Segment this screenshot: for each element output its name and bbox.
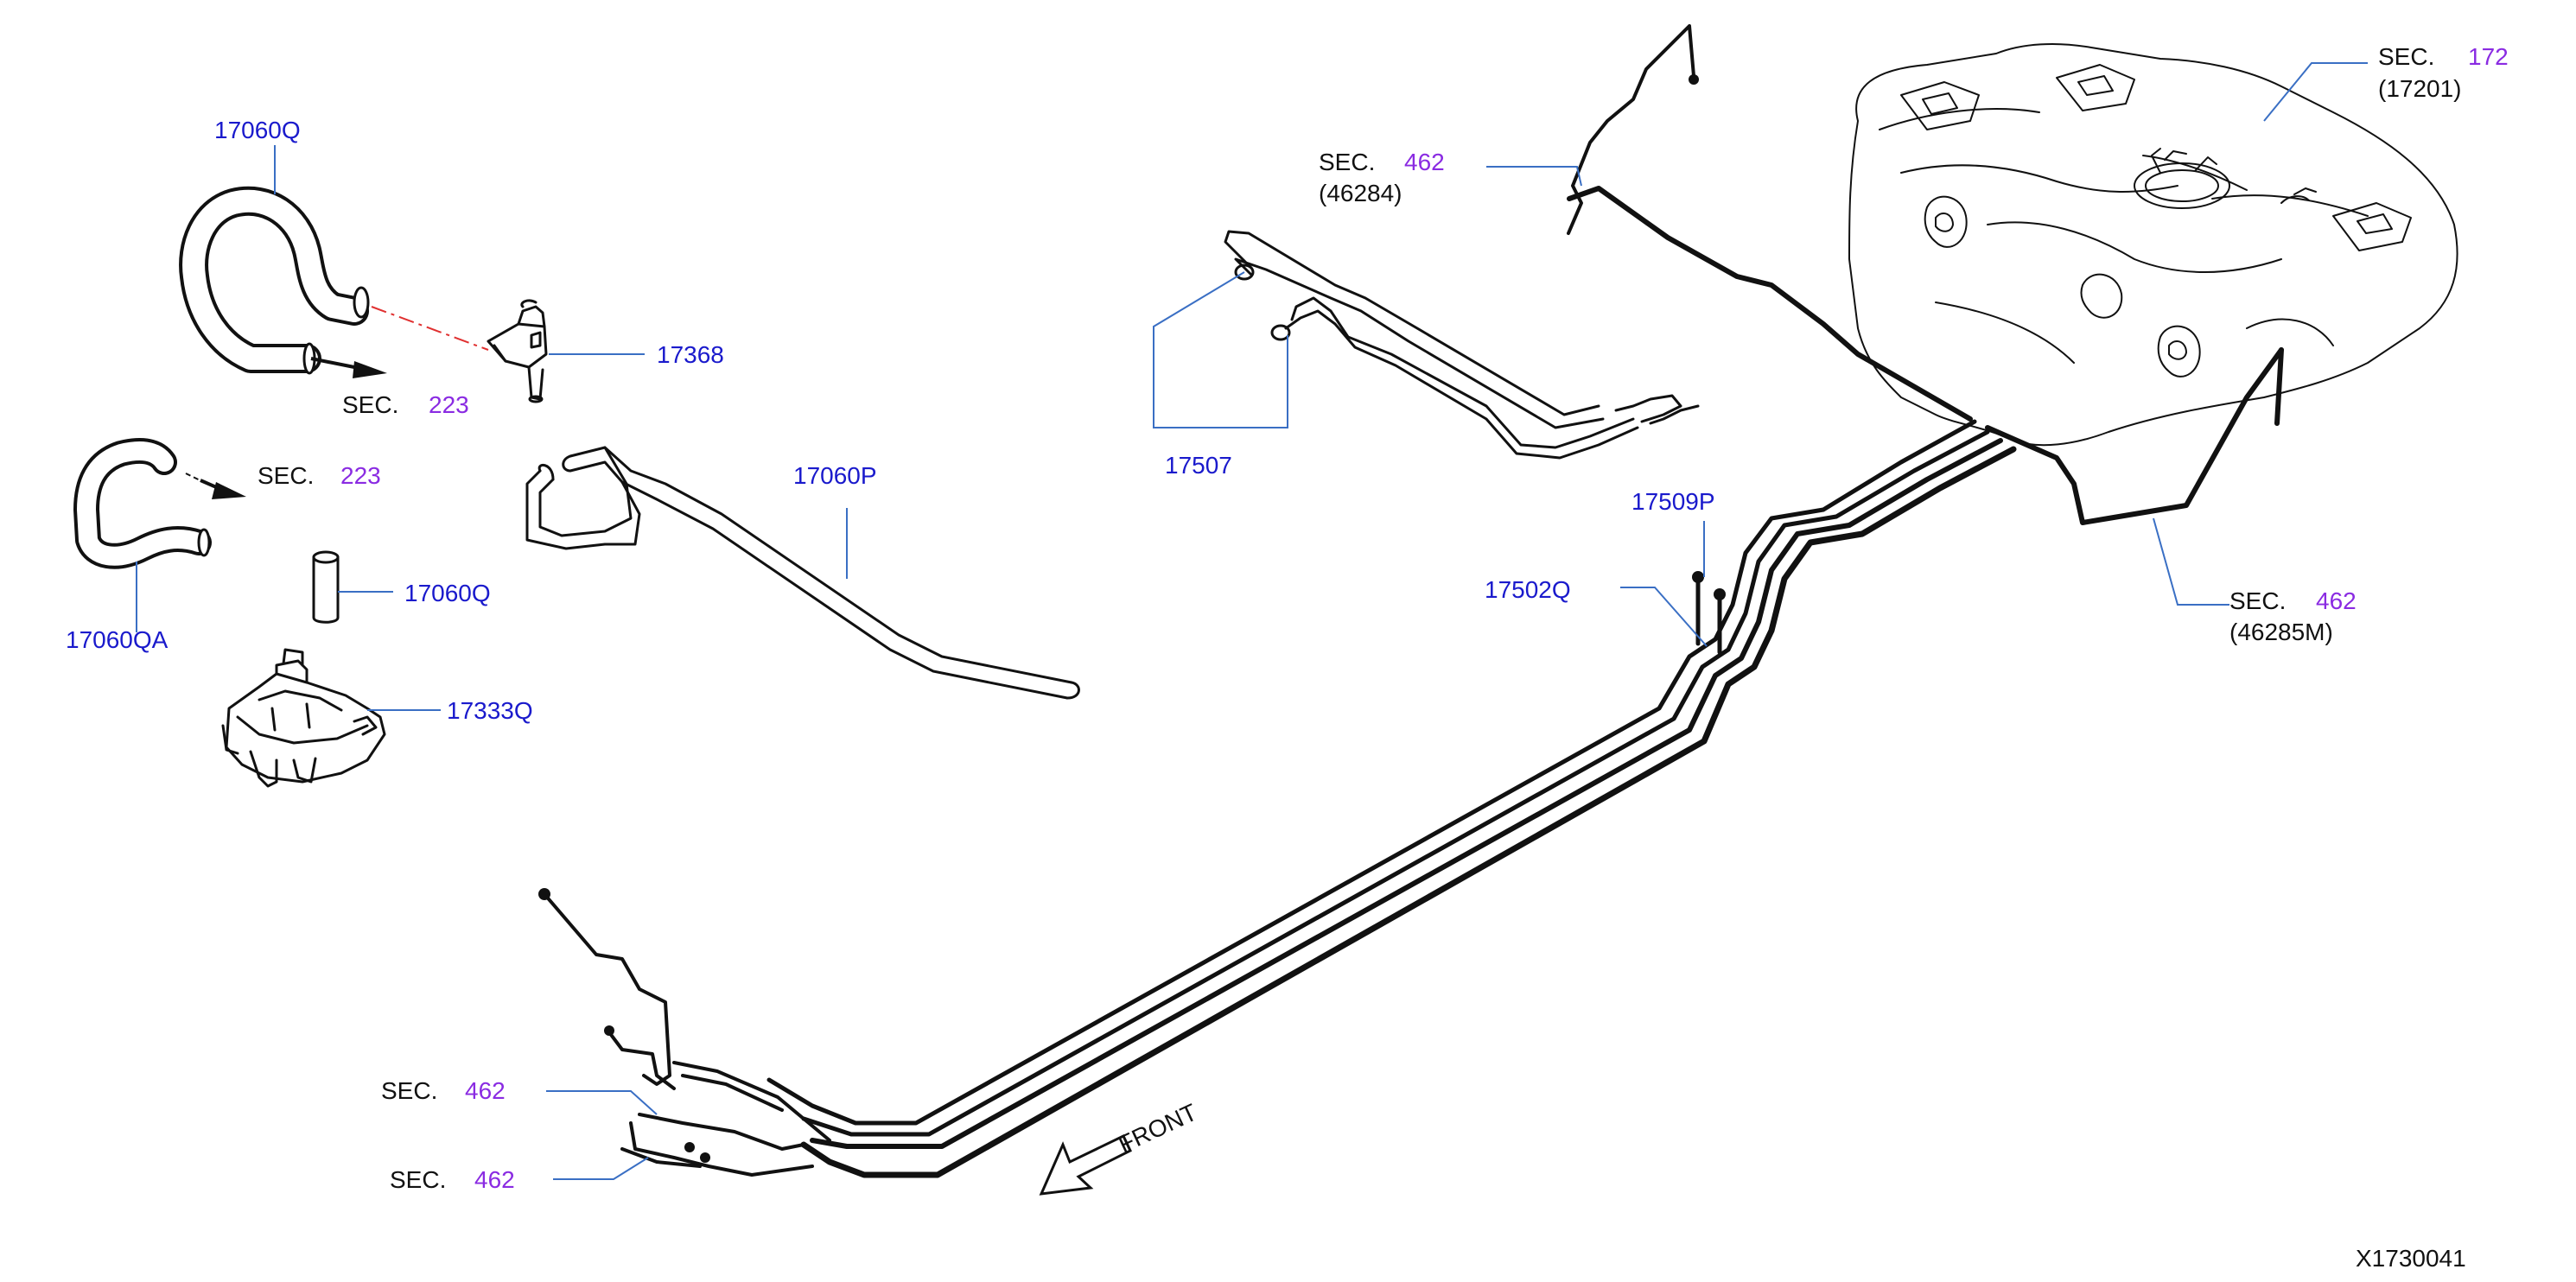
sec-462-b-sub: (46285M) (2229, 619, 2333, 645)
valve-17368 (487, 299, 548, 403)
sec-223-a-prefix: SEC. (342, 391, 398, 418)
part-number-17368: 17368 (657, 341, 724, 368)
canister-17333Q (221, 648, 386, 788)
diagram-id: X1730041 (2356, 1245, 2466, 1272)
sec-462-a-sub: (46284) (1319, 180, 1402, 206)
sec-172-number: 172 (2468, 43, 2509, 70)
sec-462-b-number: 462 (2316, 587, 2357, 614)
front-arrow-icon (1039, 1133, 1132, 1196)
labels: 17060Q 17368 SEC. 223 SEC. 223 17060QA 1… (66, 43, 2509, 1272)
fuel-line-bundle (538, 24, 2284, 1178)
part-number-17060Q-top: 17060Q (214, 117, 301, 143)
hose-17060Q-top (179, 186, 370, 375)
direction-arrows (185, 357, 1132, 1196)
sec-223-b-prefix: SEC. (258, 462, 314, 489)
sec-462-d-number: 462 (474, 1166, 515, 1193)
part-number-17060Q-mid: 17060Q (404, 580, 491, 606)
vapor-pipe-17507 (1224, 230, 1700, 460)
part-number-17502Q: 17502Q (1485, 576, 1571, 603)
tube-17060Q (312, 550, 340, 624)
part-number-17333Q: 17333Q (447, 697, 533, 724)
part-number-17060P: 17060P (793, 462, 877, 489)
fuel-tank (1848, 42, 2458, 447)
sec-462-c-number: 462 (465, 1077, 506, 1104)
part-number-17509P: 17509P (1631, 488, 1715, 515)
centerline (371, 306, 489, 351)
part-number-17507: 17507 (1165, 452, 1232, 479)
sec-172-prefix: SEC. (2378, 43, 2434, 70)
sec-462-d-prefix: SEC. (390, 1166, 446, 1193)
front-label: FRONT (1114, 1099, 1201, 1158)
sec-223-b-number: 223 (340, 462, 381, 489)
hose-17060P (525, 446, 1080, 700)
sec-462-a-number: 462 (1404, 149, 1445, 175)
sec-462-a-prefix: SEC. (1319, 149, 1375, 175)
sec-462-b-prefix: SEC. (2229, 587, 2286, 614)
sec-462-c-prefix: SEC. (381, 1077, 437, 1104)
sec-172-sub: (17201) (2378, 75, 2462, 102)
part-number-17060QA: 17060QA (66, 626, 169, 653)
leader-lines (136, 62, 2368, 1180)
arrow-to-sec223-a (310, 357, 355, 369)
hose-17060QA (73, 438, 212, 569)
sec-223-a-number: 223 (429, 391, 469, 418)
